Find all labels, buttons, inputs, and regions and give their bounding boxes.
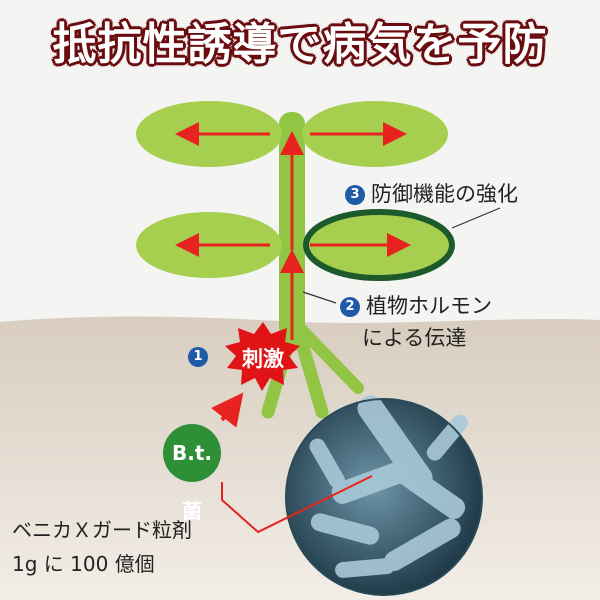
bacteria-arrow (211, 392, 244, 428)
product-pointer-line (221, 475, 373, 534)
step-1-badge: 1 (188, 346, 208, 367)
micrograph (285, 395, 483, 596)
hormone-label: 2 植物ホルモン (340, 290, 492, 320)
defense-leader-line (451, 207, 501, 229)
step-1-label: 1 (188, 346, 214, 367)
defense-leaf-outline (303, 209, 455, 281)
hormone-text-line1: 植物ホルモン (366, 294, 492, 318)
stimulus-text: 刺激 (242, 347, 284, 371)
stimulus-burst (225, 322, 300, 391)
defense-text: 防御機能の強化 (371, 182, 518, 206)
page-title: 抵抗性誘導で病気を予防 (52, 19, 548, 70)
product-count: 1g に 100 億個 (12, 552, 155, 576)
product-name: ベニカＸガード粒剤 (12, 518, 192, 542)
hormone-leader-line (302, 291, 337, 304)
step-2-badge: 2 (340, 297, 360, 317)
hormone-text-line2: による伝達 (362, 326, 467, 350)
step-3-badge: 3 (345, 185, 365, 205)
leaf-arrows (175, 122, 411, 257)
bacteria-badge: B.t.菌 (163, 424, 221, 523)
defense-label: 3 防御機能の強化 (345, 178, 518, 208)
